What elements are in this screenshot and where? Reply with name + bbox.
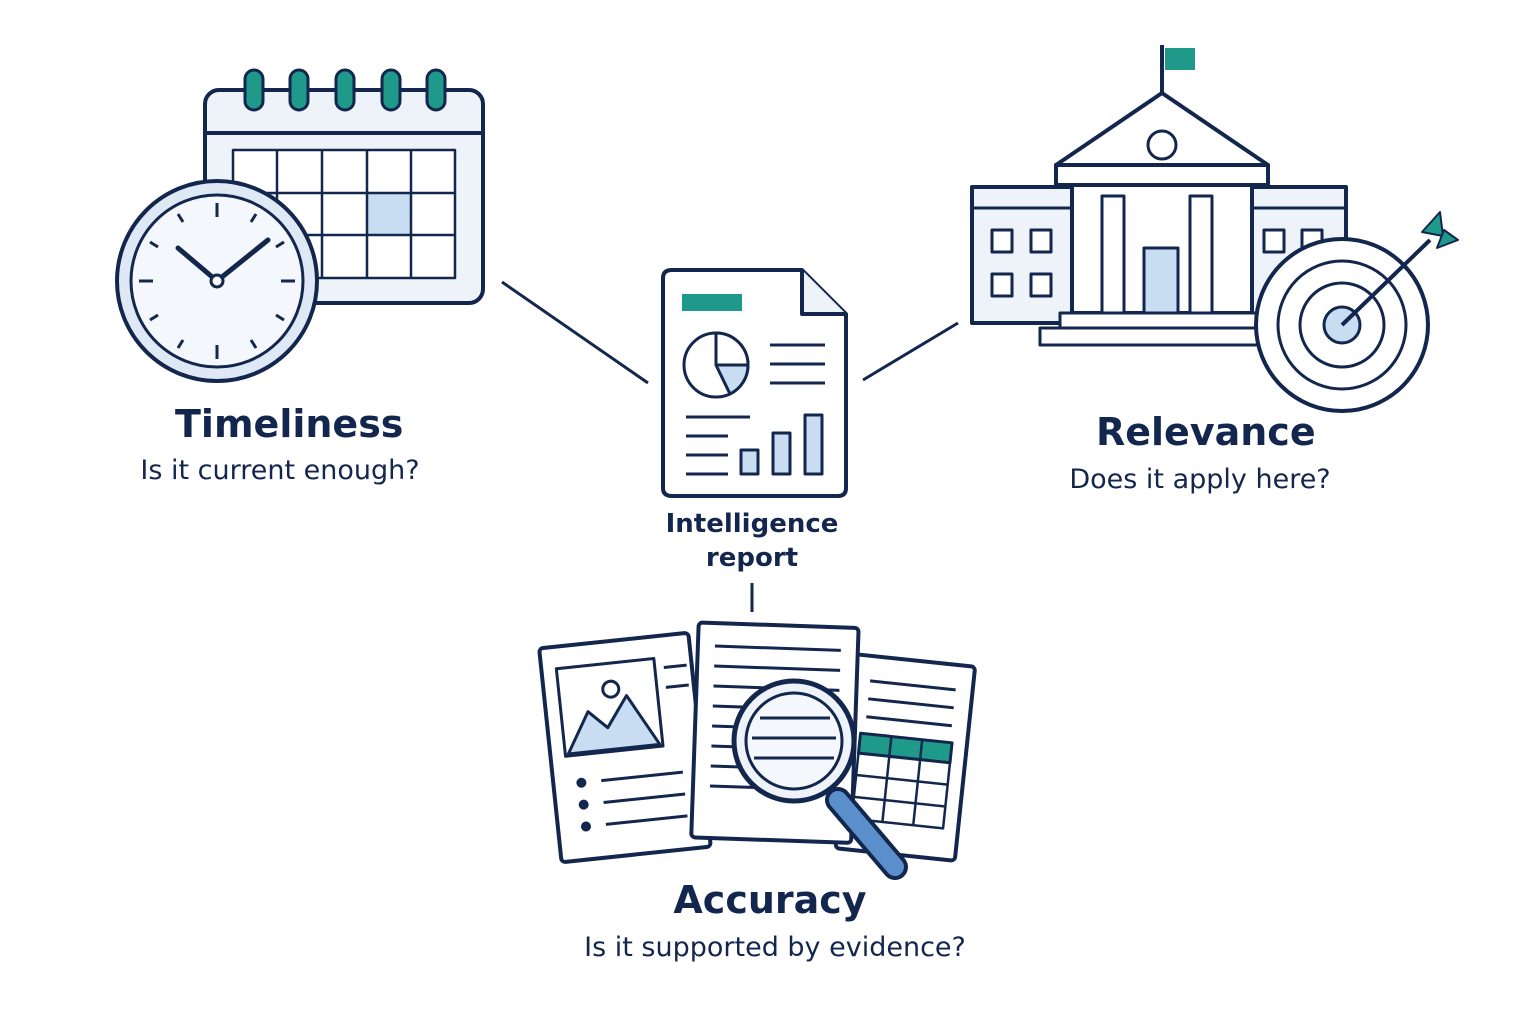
timeliness-question: Is it current enough? [140,455,420,486]
relevance-question: Does it apply here? [1069,464,1331,495]
pie-chart-icon [682,331,750,399]
calendar-clock-icon [115,68,485,383]
calendar-rings [243,68,447,112]
report-label-line2: report [705,543,799,573]
connectors [501,280,959,612]
image-document [537,631,713,864]
intelligence-report-label: Intelligence report [652,507,852,575]
clock-icon [115,179,319,383]
connector-relevance [862,321,959,382]
institution-target-icon [970,45,1459,413]
target-icon [1254,211,1459,413]
report-document-icon [661,268,848,498]
report-label-line1: Intelligence [665,509,839,539]
connector-timeliness [501,280,649,385]
relevance-title: Relevance [1096,410,1316,454]
bar-chart-icon [739,413,824,476]
timeliness-title: Timeliness [175,402,404,446]
documents-magnifier-icon [537,620,977,880]
magnifier-icon [731,678,908,880]
accuracy-title: Accuracy [673,878,867,922]
accuracy-question: Is it supported by evidence? [584,932,966,963]
